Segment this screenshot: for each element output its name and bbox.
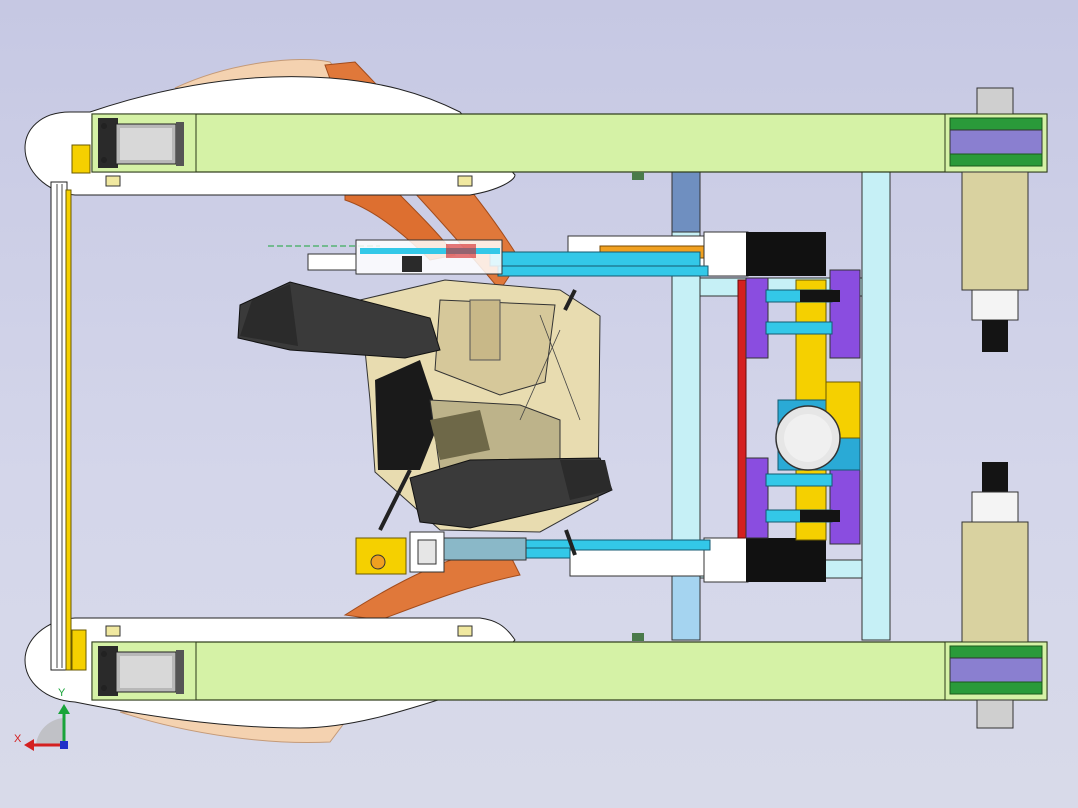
tab-lower-1: [105, 625, 121, 637]
lower-left-wheel[interactable]: [91, 641, 197, 701]
lower-leg-tip: [560, 460, 612, 500]
clip-upper: [632, 172, 644, 180]
cross-member-left-upper: [671, 171, 701, 233]
coordinate-triad: [24, 704, 70, 751]
spine-red-pad: [737, 279, 747, 539]
upper-left-wheel[interactable]: [91, 113, 197, 173]
lower-dark-leg[interactable]: [409, 457, 613, 529]
central-drum[interactable]: [775, 381, 861, 471]
bracket-upper-left: [71, 144, 91, 174]
upper-right-wheel-assembly[interactable]: [944, 87, 1048, 352]
cross-member-right[interactable]: [861, 171, 891, 641]
y-axis-label: Y: [58, 687, 66, 699]
tab-lower-2: [457, 625, 473, 637]
upper-frame-rail[interactable]: [91, 113, 1048, 173]
tab-upper-2: [457, 175, 473, 187]
clip-lower: [632, 633, 644, 641]
upper-leg-tip: [240, 284, 298, 346]
pivot-brackets-lower[interactable]: [745, 455, 861, 545]
lower-frame-rail[interactable]: [91, 641, 1048, 701]
left-bar-yellow-strip: [65, 189, 72, 671]
lower-sensor-arm[interactable]: [355, 531, 527, 575]
lower-right-wheel-assembly[interactable]: [944, 462, 1048, 729]
z-axis-marker: [60, 741, 68, 749]
x-axis-label: X: [14, 733, 22, 745]
left-connecting-bar: [50, 181, 68, 671]
pivot-brackets-upper[interactable]: [745, 269, 861, 359]
upper-linear-actuator[interactable]: [489, 231, 826, 277]
bracket-lower-left: [71, 629, 87, 671]
tab-upper-1: [105, 175, 121, 187]
upper-sensor-arm[interactable]: [268, 239, 503, 275]
